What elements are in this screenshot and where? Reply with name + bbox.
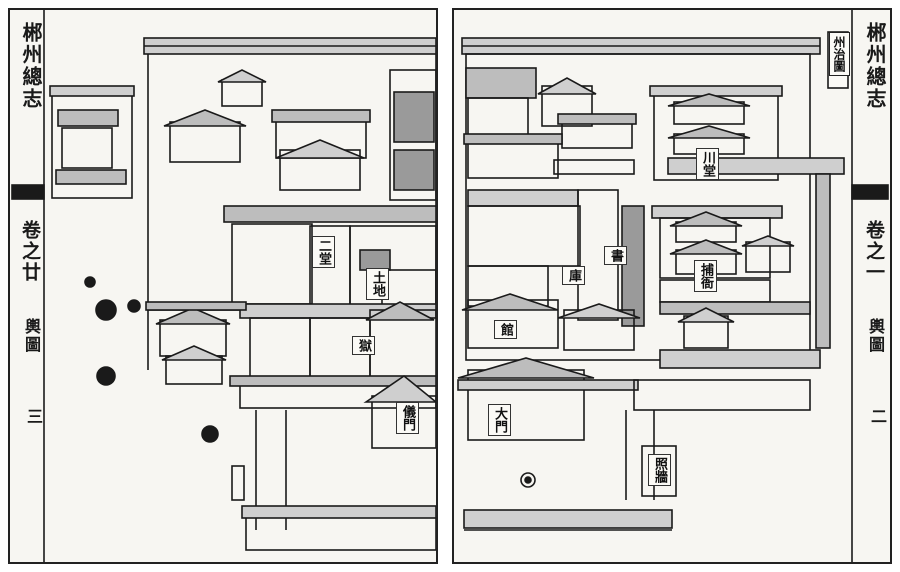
label-tudi: 土地 (366, 268, 389, 300)
map-title-box: 州治圖 (829, 32, 850, 76)
label-shu: 書 (604, 246, 627, 265)
left-woodblock-map (11, 10, 436, 562)
right-margin-chapter: 卷之一 (863, 220, 885, 283)
label-ershtang: 二堂 (312, 236, 335, 268)
right-margin-title: 郴州總志 (863, 22, 887, 110)
label-kutang: 庫 (562, 266, 585, 285)
left-margin-section: 輿圖 (22, 318, 41, 354)
left-margin-chapter: 卷之廿 (19, 220, 41, 283)
label-yu: 獄 (352, 336, 375, 355)
label-guan: 館 (494, 320, 517, 339)
label-zhaoqiang: 照牆 (648, 454, 671, 486)
label-yimen: 儀門 (396, 402, 419, 434)
label-buya: 捕衙 (694, 260, 717, 292)
right-margin-section: 輿圖 (866, 318, 885, 354)
right-woodblock-map (457, 10, 889, 562)
label-damen: 大門 (488, 404, 511, 436)
left-page: 郴州總志 卷之廿 輿圖 三 二堂 土地 獄 儀門 (8, 8, 438, 564)
label-chuantang: 川堂 (696, 148, 719, 180)
left-margin-page-number: 三 (24, 408, 43, 426)
right-page: 郴州總志 卷之一 輿圖 二 州治圖 川堂 庫 捕衙 大門 照牆 書 館 (452, 8, 892, 564)
left-margin-title: 郴州總志 (19, 22, 43, 110)
right-margin-page-number: 二 (868, 408, 887, 426)
